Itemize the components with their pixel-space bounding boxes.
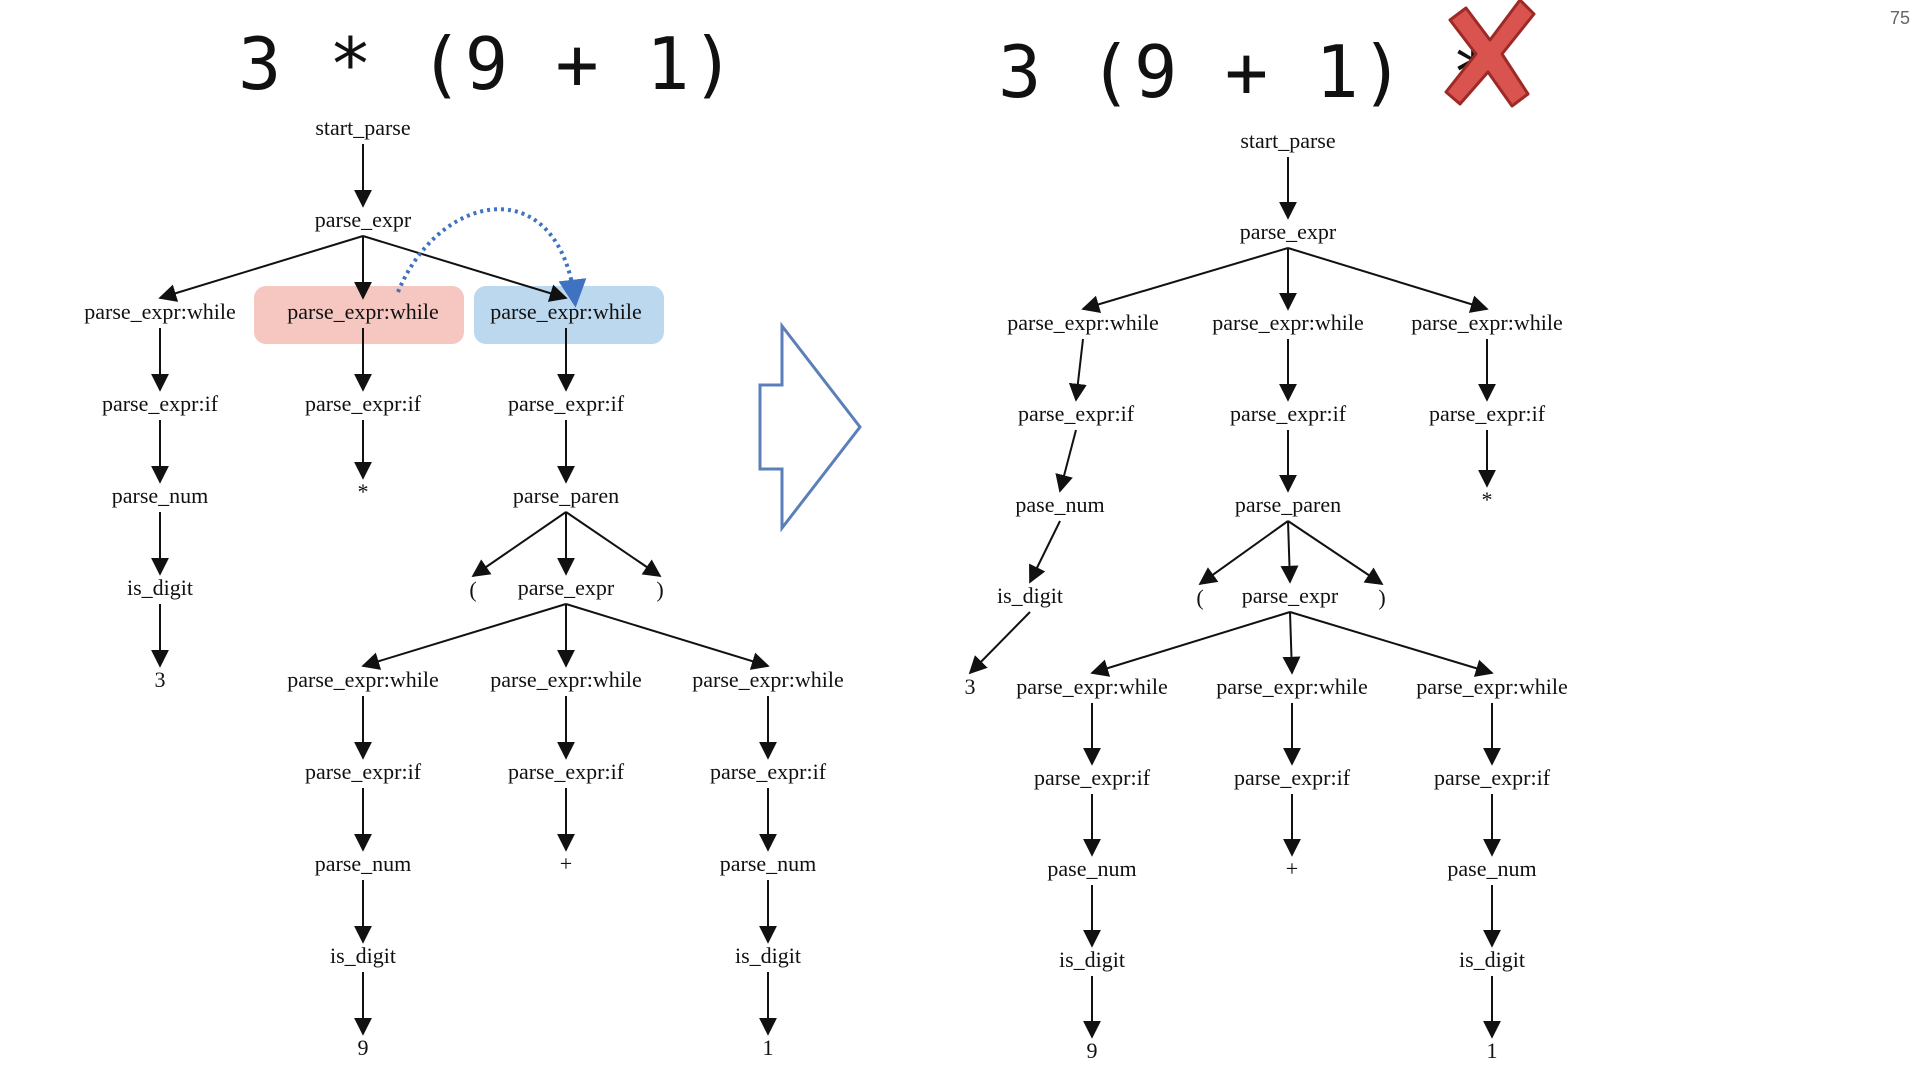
left-tree-node: parse_expr:while: [84, 299, 236, 324]
left-tree-node: 3: [155, 667, 166, 692]
right-tree-node: parse_expr:while: [1411, 310, 1563, 335]
right-tree-node: parse_expr:while: [1016, 674, 1168, 699]
right-tree-node: parse_expr:while: [1212, 310, 1364, 335]
right-tree-edge: [1287, 247, 1489, 313]
left-tree-node: +: [560, 851, 572, 876]
left-tree-node: parse_expr:if: [508, 391, 625, 416]
left-tree-node: parse_num: [720, 851, 817, 876]
right-tree-node: pase_num: [1015, 492, 1104, 517]
right-tree-node: is_digit: [997, 583, 1063, 608]
right-tree-node: parse_expr:if: [1018, 401, 1135, 426]
left-tree-node: parse_num: [112, 483, 209, 508]
left-tree-node: parse_expr:while: [287, 299, 439, 324]
highlight-box-red: [254, 286, 464, 344]
right-tree-edges: [968, 157, 1501, 1039]
right-tree-node: 3: [965, 674, 976, 699]
right-tree-node: is_digit: [1059, 947, 1125, 972]
left-tree-node: parse_expr:if: [508, 759, 625, 784]
left-tree-node: 9: [358, 1035, 369, 1060]
left-tree-edge: [565, 511, 662, 578]
right-tree-node: pase_num: [1047, 856, 1136, 881]
right-tree-edge: [1287, 520, 1384, 586]
left-tree-node: ): [656, 577, 663, 602]
right-tree-node: parse_expr:if: [1230, 401, 1347, 426]
left-tree-node: parse_expr:while: [287, 667, 439, 692]
right-tree-edge: [1081, 247, 1289, 314]
left-tree-node: parse_num: [315, 851, 412, 876]
left-tree-edge: [362, 235, 568, 302]
right-arrow-outline-icon: [758, 321, 862, 533]
page-number: 75: [1889, 8, 1910, 28]
red-cross-icon: [1444, 0, 1536, 108]
left-tree-node: *: [358, 479, 369, 504]
right-tree-edge: [1090, 611, 1291, 677]
right-tree-node: parse_expr:while: [1007, 310, 1159, 335]
left-tree-edge: [471, 511, 567, 578]
left-tree-edge: [158, 235, 364, 302]
right-tree-node: is_digit: [1459, 947, 1525, 972]
right-tree-node: parse_expr: [1242, 583, 1339, 608]
left-tree-node: parse_expr:if: [710, 759, 827, 784]
left-tree-node: parse_paren: [513, 483, 619, 508]
left-tree-node: parse_expr:while: [490, 667, 642, 692]
right-tree-node: 9: [1087, 1038, 1098, 1063]
left-tree-edge: [565, 603, 770, 670]
left-tree-node: parse_expr: [315, 207, 412, 232]
right-tree-node: parse_expr:if: [1234, 765, 1351, 790]
dotted-curved-arrow: [396, 207, 587, 308]
right-tree-node: +: [1286, 856, 1298, 881]
right-tree-edge: [1198, 520, 1289, 586]
right-tree-node: 1: [1487, 1038, 1498, 1063]
left-tree-node: parse_expr:while: [692, 667, 844, 692]
right-tree-edge: [968, 611, 1031, 675]
left-tree-node: parse_expr:if: [305, 759, 422, 784]
right-tree-node: start_parse: [1240, 128, 1335, 153]
right-tree-node: (: [1196, 585, 1203, 610]
right-tree-node: parse_expr:if: [1434, 765, 1551, 790]
right-tree-node: parse_expr:while: [1216, 674, 1368, 699]
left-tree-node: 1: [763, 1035, 774, 1060]
left-tree-edge: [361, 603, 567, 670]
right-tree-edge: [1068, 338, 1087, 402]
right-tree-node: parse_expr:if: [1034, 765, 1151, 790]
left-tree-node: parse_expr:if: [102, 391, 219, 416]
right-formula: 3 (9 + 1) *: [998, 30, 1497, 114]
left-tree-node: is_digit: [735, 943, 801, 968]
right-tree-node: parse_expr:if: [1429, 401, 1546, 426]
left-tree-edges: [151, 144, 777, 1036]
right-tree-edge: [1289, 611, 1494, 677]
right-tree-edge: [1029, 520, 1061, 584]
right-tree-node: pase_num: [1447, 856, 1536, 881]
left-tree-node: (: [469, 577, 476, 602]
right-tree-node: parse_expr:while: [1416, 674, 1568, 699]
highlight-box-blue: [474, 286, 664, 344]
right-tree-node: *: [1482, 487, 1493, 512]
left-tree-node: start_parse: [315, 115, 410, 140]
right-tree-edge: [1280, 520, 1299, 584]
right-tree-edge: [1055, 429, 1077, 493]
right-tree-edge: [1282, 611, 1301, 675]
left-tree-node: is_digit: [127, 575, 193, 600]
right-tree-node: ): [1378, 585, 1385, 610]
left-tree-node: is_digit: [330, 943, 396, 968]
left-tree-node: parse_expr: [518, 575, 615, 600]
left-tree-node: parse_expr:if: [305, 391, 422, 416]
right-tree-node: parse_paren: [1235, 492, 1341, 517]
left-tree-node: parse_expr:while: [490, 299, 642, 324]
left-formula: 3 * (9 + 1): [238, 22, 737, 106]
right-tree-node: parse_expr: [1240, 219, 1337, 244]
